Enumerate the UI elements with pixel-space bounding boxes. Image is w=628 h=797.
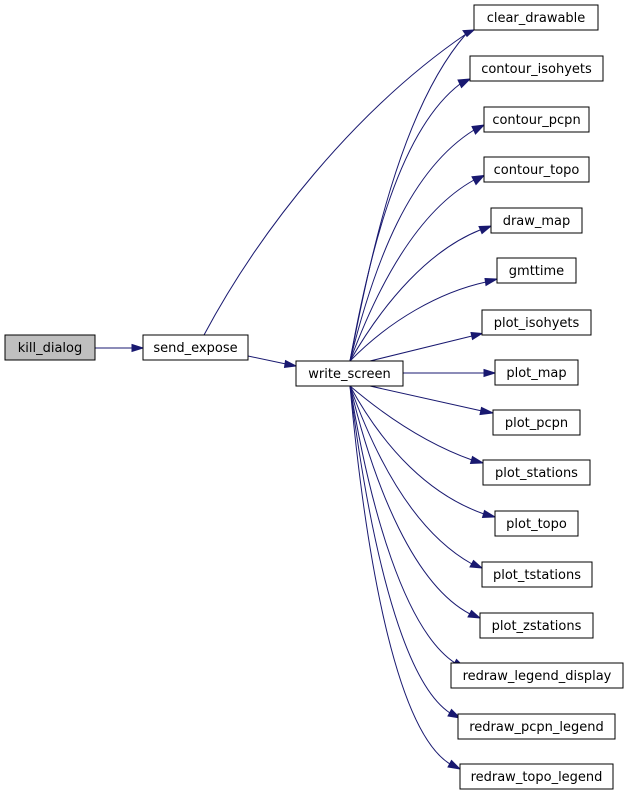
- edges: [95, 29, 499, 770]
- node-plot-isohyets[interactable]: plot_isohyets: [481, 309, 592, 336]
- node-label: send_expose: [153, 341, 237, 356]
- node-label: plot_tstations: [493, 568, 581, 583]
- node-label: plot_zstations: [492, 619, 582, 634]
- edge-write-screen-draw-map: [349, 229, 481, 362]
- node-plot-stations[interactable]: plot_stations: [482, 459, 591, 486]
- node-label: plot_stations: [495, 466, 578, 481]
- node-label: plot_isohyets: [494, 316, 580, 331]
- edge-arrow: [283, 359, 298, 368]
- node-clear-drawable[interactable]: clear_drawable: [473, 4, 599, 31]
- node-redraw-legend-display[interactable]: redraw_legend_display: [450, 662, 624, 689]
- edge-write-screen-contour-isohyets: [349, 83, 461, 362]
- edge-write-screen-contour-pcpn: [349, 129, 475, 362]
- node-redraw-pcpn-legend[interactable]: redraw_pcpn_legend: [457, 713, 616, 740]
- node-draw-map[interactable]: draw_map: [490, 207, 583, 234]
- edge-arrow: [481, 509, 497, 519]
- edge-write-screen-plot-isohyets: [369, 335, 473, 362]
- edge-arrow: [484, 277, 499, 287]
- node-gmttime[interactable]: gmttime: [496, 257, 577, 284]
- node-label: draw_map: [503, 214, 571, 229]
- node-contour-pcpn[interactable]: contour_pcpn: [483, 106, 590, 133]
- node-label: redraw_topo_legend: [471, 770, 603, 785]
- node-plot-zstations[interactable]: plot_zstations: [479, 612, 594, 639]
- edge-arrow: [471, 174, 486, 186]
- node-contour-topo[interactable]: contour_topo: [483, 156, 590, 183]
- edge-arrow: [470, 331, 484, 341]
- edge-arrow: [478, 225, 493, 235]
- nodes: kill_dialog send_expose write_screen cle…: [4, 4, 624, 790]
- edge-arrow: [457, 78, 472, 89]
- edge-write-screen-plot-topo: [349, 385, 485, 515]
- edge-arrow: [469, 559, 484, 569]
- edge-write-screen-plot-pcpn: [369, 385, 483, 412]
- node-redraw-topo-legend[interactable]: redraw_topo_legend: [459, 763, 614, 790]
- edge-write-screen-contour-topo: [349, 179, 475, 362]
- node-label: write_screen: [308, 367, 390, 382]
- node-plot-tstations[interactable]: plot_tstations: [481, 561, 593, 588]
- edge-arrow: [462, 29, 476, 38]
- node-kill-dialog[interactable]: kill_dialog: [4, 334, 96, 361]
- node-label: contour_topo: [494, 163, 580, 178]
- edge-write-screen-redraw-legend-display: [349, 385, 456, 664]
- edge-send-expose-clear-drawable: [203, 33, 467, 336]
- node-label: redraw_pcpn_legend: [469, 720, 604, 735]
- node-send-expose[interactable]: send_expose: [142, 334, 249, 361]
- node-label: plot_map: [506, 366, 566, 381]
- node-label: redraw_legend_display: [463, 669, 612, 684]
- node-label: kill_dialog: [18, 341, 83, 356]
- node-label: gmttime: [509, 264, 564, 279]
- edge-arrow: [469, 455, 485, 465]
- edge-arrow: [479, 406, 495, 416]
- node-label: plot_pcpn: [505, 416, 568, 431]
- edge-write-screen-plot-zstations: [349, 385, 471, 615]
- edge-send-expose-write-screen: [247, 355, 287, 365]
- edge-arrow: [483, 368, 497, 378]
- edge-write-screen-plot-tstations: [349, 385, 473, 565]
- node-write-screen[interactable]: write_screen: [295, 360, 404, 387]
- node-label: contour_pcpn: [492, 113, 580, 128]
- node-contour-isohyets[interactable]: contour_isohyets: [469, 55, 604, 82]
- edge-arrow: [471, 124, 486, 135]
- node-label: plot_topo: [506, 517, 567, 532]
- edge-arrow: [447, 759, 462, 770]
- edge-write-screen-gmttime: [349, 281, 487, 362]
- node-plot-map[interactable]: plot_map: [494, 359, 579, 386]
- edge-arrow: [467, 609, 482, 619]
- edge-write-screen-redraw-topo-legend: [349, 385, 451, 765]
- node-plot-topo[interactable]: plot_topo: [494, 510, 579, 537]
- node-label: clear_drawable: [487, 11, 586, 26]
- edge-write-screen-plot-stations: [349, 385, 473, 461]
- edge-arrow: [447, 708, 462, 719]
- node-plot-pcpn[interactable]: plot_pcpn: [492, 409, 581, 436]
- edge-write-screen-redraw-pcpn-legend: [349, 385, 451, 714]
- edge-arrow: [131, 343, 145, 353]
- node-label: contour_isohyets: [481, 62, 592, 77]
